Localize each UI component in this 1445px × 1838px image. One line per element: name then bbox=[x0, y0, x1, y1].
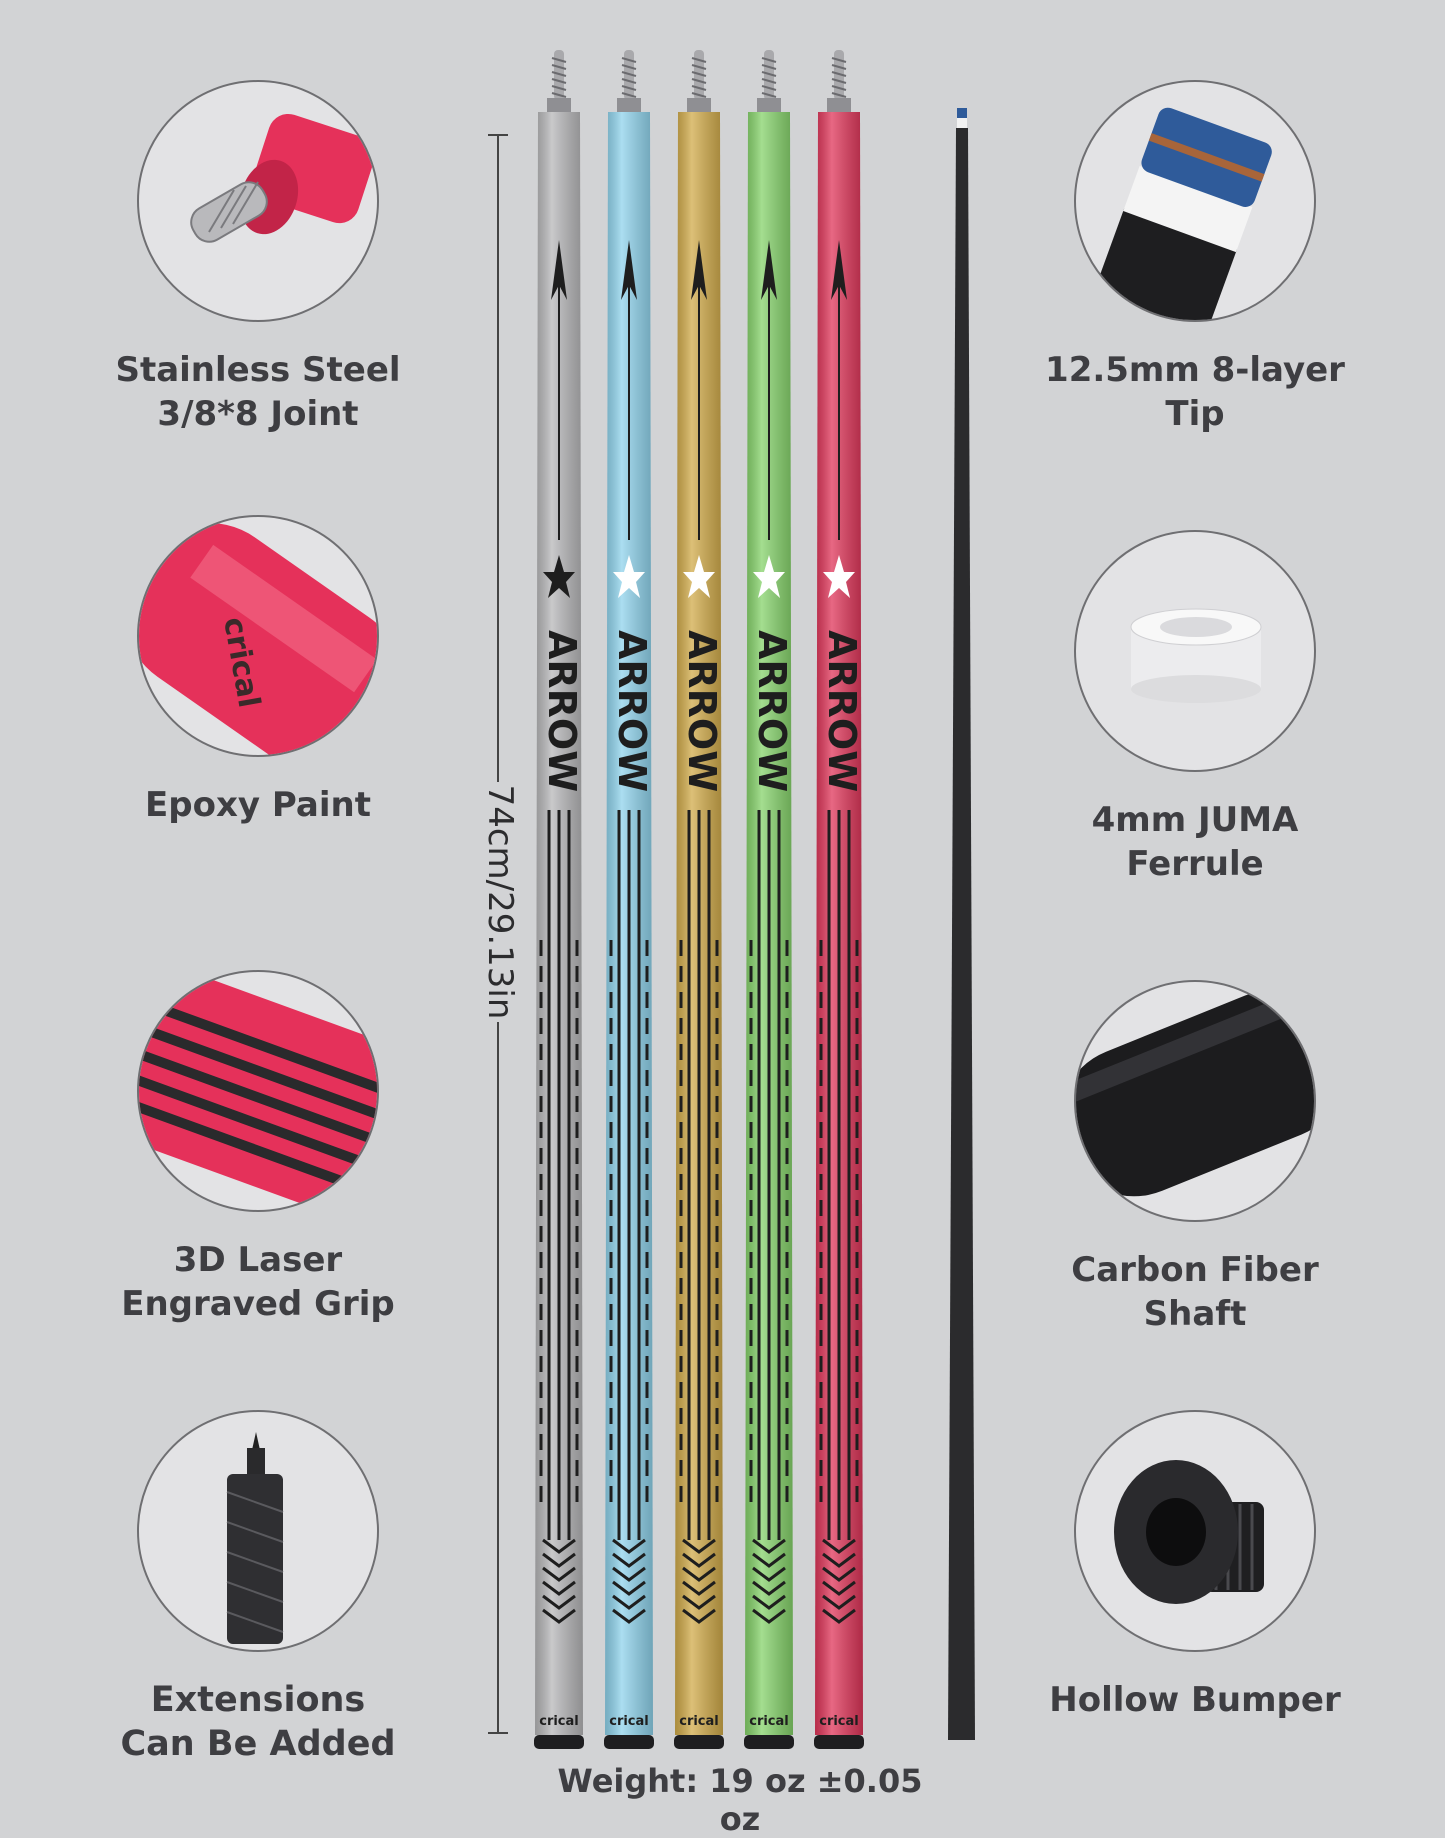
weight-spec: Weight: 19 oz ±0.05 oz bbox=[557, 1762, 923, 1838]
carbon-shaft-icon bbox=[1074, 980, 1316, 1222]
bumper-icon bbox=[1074, 1410, 1316, 1652]
feature-joint-label: Stainless Steel 3/8*8 Joint bbox=[115, 350, 401, 434]
feature-shaft-label: Carbon Fiber Shaft bbox=[1071, 1250, 1319, 1334]
feature-epoxy-label: Epoxy Paint bbox=[145, 785, 371, 825]
feature-tip: 12.5mm 8-layer Tip bbox=[1045, 80, 1345, 436]
feature-bumper-label: Hollow Bumper bbox=[1049, 1680, 1341, 1720]
feature-grip-label: 3D Laser Engraved Grip bbox=[121, 1240, 395, 1324]
joint-pin-icon bbox=[137, 80, 379, 322]
feature-bumper: Hollow Bumper bbox=[1045, 1410, 1345, 1722]
cue-butt-3: ARROW crical bbox=[674, 50, 724, 1749]
laser-grip-icon bbox=[137, 970, 379, 1212]
feature-ferrule: 4mm JUMA Ferrule bbox=[1045, 530, 1345, 886]
cue-butt-2: ARROW crical bbox=[604, 50, 654, 1749]
cue-logo-text: ARROW bbox=[820, 630, 864, 792]
cue-brand-text: crical bbox=[679, 1714, 719, 1729]
feature-joint: Stainless Steel 3/8*8 Joint bbox=[108, 80, 408, 436]
cue-brand-text: crical bbox=[819, 1714, 859, 1729]
cue-butt-5: ARROW crical bbox=[814, 50, 864, 1749]
feature-extension-label: Extensions Can Be Added bbox=[120, 1680, 396, 1764]
carbon-shaft bbox=[948, 108, 975, 1740]
feature-shaft: Carbon Fiber Shaft bbox=[1045, 980, 1345, 1336]
cue-logo-text: ARROW bbox=[750, 630, 794, 792]
length-measurement: 74cm/29.13in bbox=[478, 782, 522, 1022]
epoxy-paint-icon: crical bbox=[137, 515, 379, 757]
cue-logo-text: ARROW bbox=[610, 630, 654, 792]
cue-tip-icon bbox=[1074, 80, 1316, 322]
cue-butt-1: ARROW crical bbox=[534, 50, 584, 1749]
feature-tip-label: 12.5mm 8-layer Tip bbox=[1045, 350, 1345, 434]
cue-brand-text: crical bbox=[749, 1714, 789, 1729]
cue-butt-4: ARROW crical bbox=[744, 50, 794, 1749]
feature-epoxy: crical Epoxy Paint bbox=[108, 515, 408, 827]
feature-ferrule-label: 4mm JUMA Ferrule bbox=[1091, 800, 1299, 884]
cue-logo-text: ARROW bbox=[680, 630, 724, 792]
feature-grip: 3D Laser Engraved Grip bbox=[108, 970, 408, 1326]
cue-set-illustration: ARROW crical ARROW crical ARROW crical ARROW cr… bbox=[534, 50, 975, 1749]
cue-brand-text: crical bbox=[539, 1714, 579, 1729]
cue-logo-text: ARROW bbox=[540, 630, 584, 792]
cue-brand-text: crical bbox=[609, 1714, 649, 1729]
ferrule-icon bbox=[1074, 530, 1316, 772]
extension-icon bbox=[137, 1410, 379, 1652]
feature-extension: Extensions Can Be Added bbox=[108, 1410, 408, 1766]
